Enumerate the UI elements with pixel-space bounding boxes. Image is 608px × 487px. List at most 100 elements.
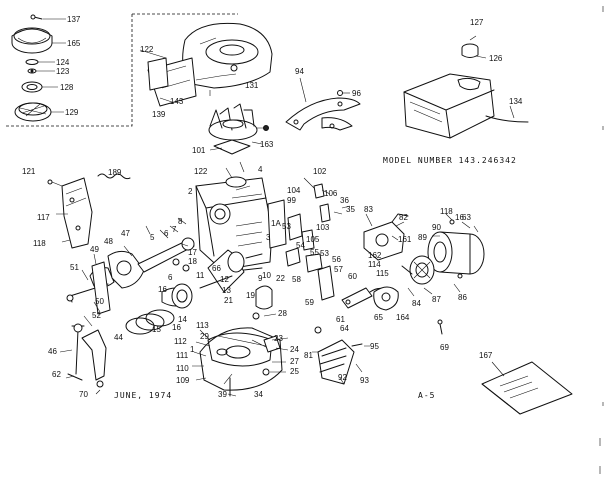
- label-122: 122: [140, 45, 154, 54]
- label-59: 59: [305, 298, 314, 307]
- label-15: 15: [152, 325, 161, 334]
- label-81: 81: [304, 351, 313, 360]
- label-44: 44: [114, 333, 123, 342]
- label-99: 99: [287, 196, 296, 205]
- label-105: 105: [306, 235, 320, 244]
- label-24: 24: [290, 345, 299, 354]
- label-109: 109: [176, 376, 190, 385]
- flywheel: 163 101: [192, 103, 274, 155]
- label-165: 165: [67, 39, 81, 48]
- label-56: 56: [332, 255, 341, 264]
- label-1A: 1A: [271, 219, 281, 228]
- label-139: 139: [152, 110, 166, 119]
- label-8: 8: [178, 217, 183, 226]
- label-49: 49: [90, 245, 99, 254]
- governor-linkage: 49 51 50 52 44 46 62 70: [48, 245, 123, 399]
- label-10: 10: [262, 271, 271, 280]
- label-18: 18: [188, 257, 197, 266]
- label-102: 102: [313, 167, 327, 176]
- parts-bag: 167: [479, 351, 573, 415]
- label-11: 11: [196, 271, 205, 280]
- label-29: 29: [200, 332, 209, 341]
- label-82: 82: [399, 213, 408, 222]
- label-87: 87: [432, 295, 441, 304]
- engine-block: 122 4 2 3: [188, 161, 273, 271]
- label-35: 35: [346, 205, 355, 214]
- label-114: 114: [368, 260, 381, 269]
- label-134: 134: [509, 97, 523, 106]
- label-143: 143: [170, 97, 184, 106]
- label-167: 167: [479, 351, 493, 360]
- air-cleaner: 118 16 63 90 89 87 86 84: [401, 207, 485, 308]
- label-46: 46: [48, 347, 57, 356]
- label-117: 117: [37, 213, 50, 222]
- label-51: 51: [70, 263, 79, 272]
- label-104: 104: [287, 186, 301, 195]
- label-83: 83: [364, 205, 373, 214]
- label-115: 115: [376, 269, 389, 278]
- label-90: 90: [432, 223, 441, 232]
- label-101: 101: [192, 146, 206, 155]
- label-122b: 122: [194, 167, 208, 176]
- label-69: 69: [440, 343, 449, 352]
- label-111: 111: [176, 351, 189, 360]
- label-94: 94: [295, 67, 304, 76]
- label-95: 95: [370, 342, 379, 351]
- label-22: 22: [276, 274, 285, 283]
- label-63: 63: [462, 213, 471, 222]
- label-27: 27: [290, 357, 299, 366]
- label-60: 60: [348, 272, 357, 281]
- edge-marks: [599, 6, 604, 474]
- label-123: 123: [56, 67, 70, 76]
- label-28: 28: [278, 309, 287, 318]
- label-137: 137: [67, 15, 81, 24]
- label-16: 16: [172, 323, 181, 332]
- air-baffle: 94 96: [285, 67, 361, 131]
- label-17: 17: [188, 248, 197, 257]
- label-92: 92: [338, 373, 347, 382]
- date-label: JUNE, 1974: [114, 391, 172, 400]
- label-164: 164: [396, 313, 410, 322]
- label-58: 58: [292, 275, 301, 284]
- label-7: 7: [172, 225, 177, 234]
- label-112: 112: [174, 337, 187, 346]
- label-54: 54: [296, 241, 305, 250]
- label-118: 118: [33, 239, 46, 248]
- label-25: 25: [290, 367, 299, 376]
- label-3: 3: [266, 233, 271, 242]
- label-65: 65: [374, 313, 383, 322]
- label-12: 12: [220, 275, 229, 284]
- label-16c: 6: [168, 273, 173, 282]
- label-126: 126: [489, 54, 503, 63]
- label-106: 106: [324, 189, 338, 198]
- label-189: 189: [108, 168, 122, 177]
- label-14: 14: [178, 315, 187, 324]
- label-16b: 16: [455, 213, 464, 222]
- label-89: 89: [418, 233, 427, 242]
- label-16d: 16: [158, 285, 167, 294]
- label-121: 121: [22, 167, 36, 176]
- label-129: 129: [65, 108, 79, 117]
- crank-piston: 47 48 5 6 7 8 17 18 6 11 66 12 13 21 10 …: [89, 217, 285, 335]
- label-39: 39: [218, 390, 227, 399]
- label-4: 4: [258, 165, 263, 174]
- intake-parts: 102 104 99 106 36 35 103 1A 53 105 54 55…: [267, 167, 410, 333]
- label-19: 19: [246, 291, 255, 300]
- label-162: 162: [368, 251, 382, 260]
- control-bracket: 121 117 118 189: [22, 167, 131, 249]
- label-50: 50: [95, 297, 104, 306]
- label-128: 128: [60, 83, 74, 92]
- label-57: 57: [334, 265, 343, 274]
- label-127: 127: [470, 18, 484, 27]
- label-61: 61: [336, 315, 345, 324]
- label-1: 1: [190, 345, 195, 354]
- carburetor: 83 82 161 162 114 115: [363, 205, 412, 278]
- label-52: 52: [92, 311, 101, 320]
- label-66: 66: [212, 264, 221, 273]
- label-70: 70: [79, 390, 88, 399]
- label-5: 5: [150, 233, 155, 242]
- label-103: 103: [316, 223, 330, 232]
- label-62: 62: [52, 370, 61, 379]
- crankcase-cover: 113 29 112 1 111 110 109 39 34 23 24 27 …: [174, 309, 299, 399]
- label-6: 6: [164, 229, 169, 238]
